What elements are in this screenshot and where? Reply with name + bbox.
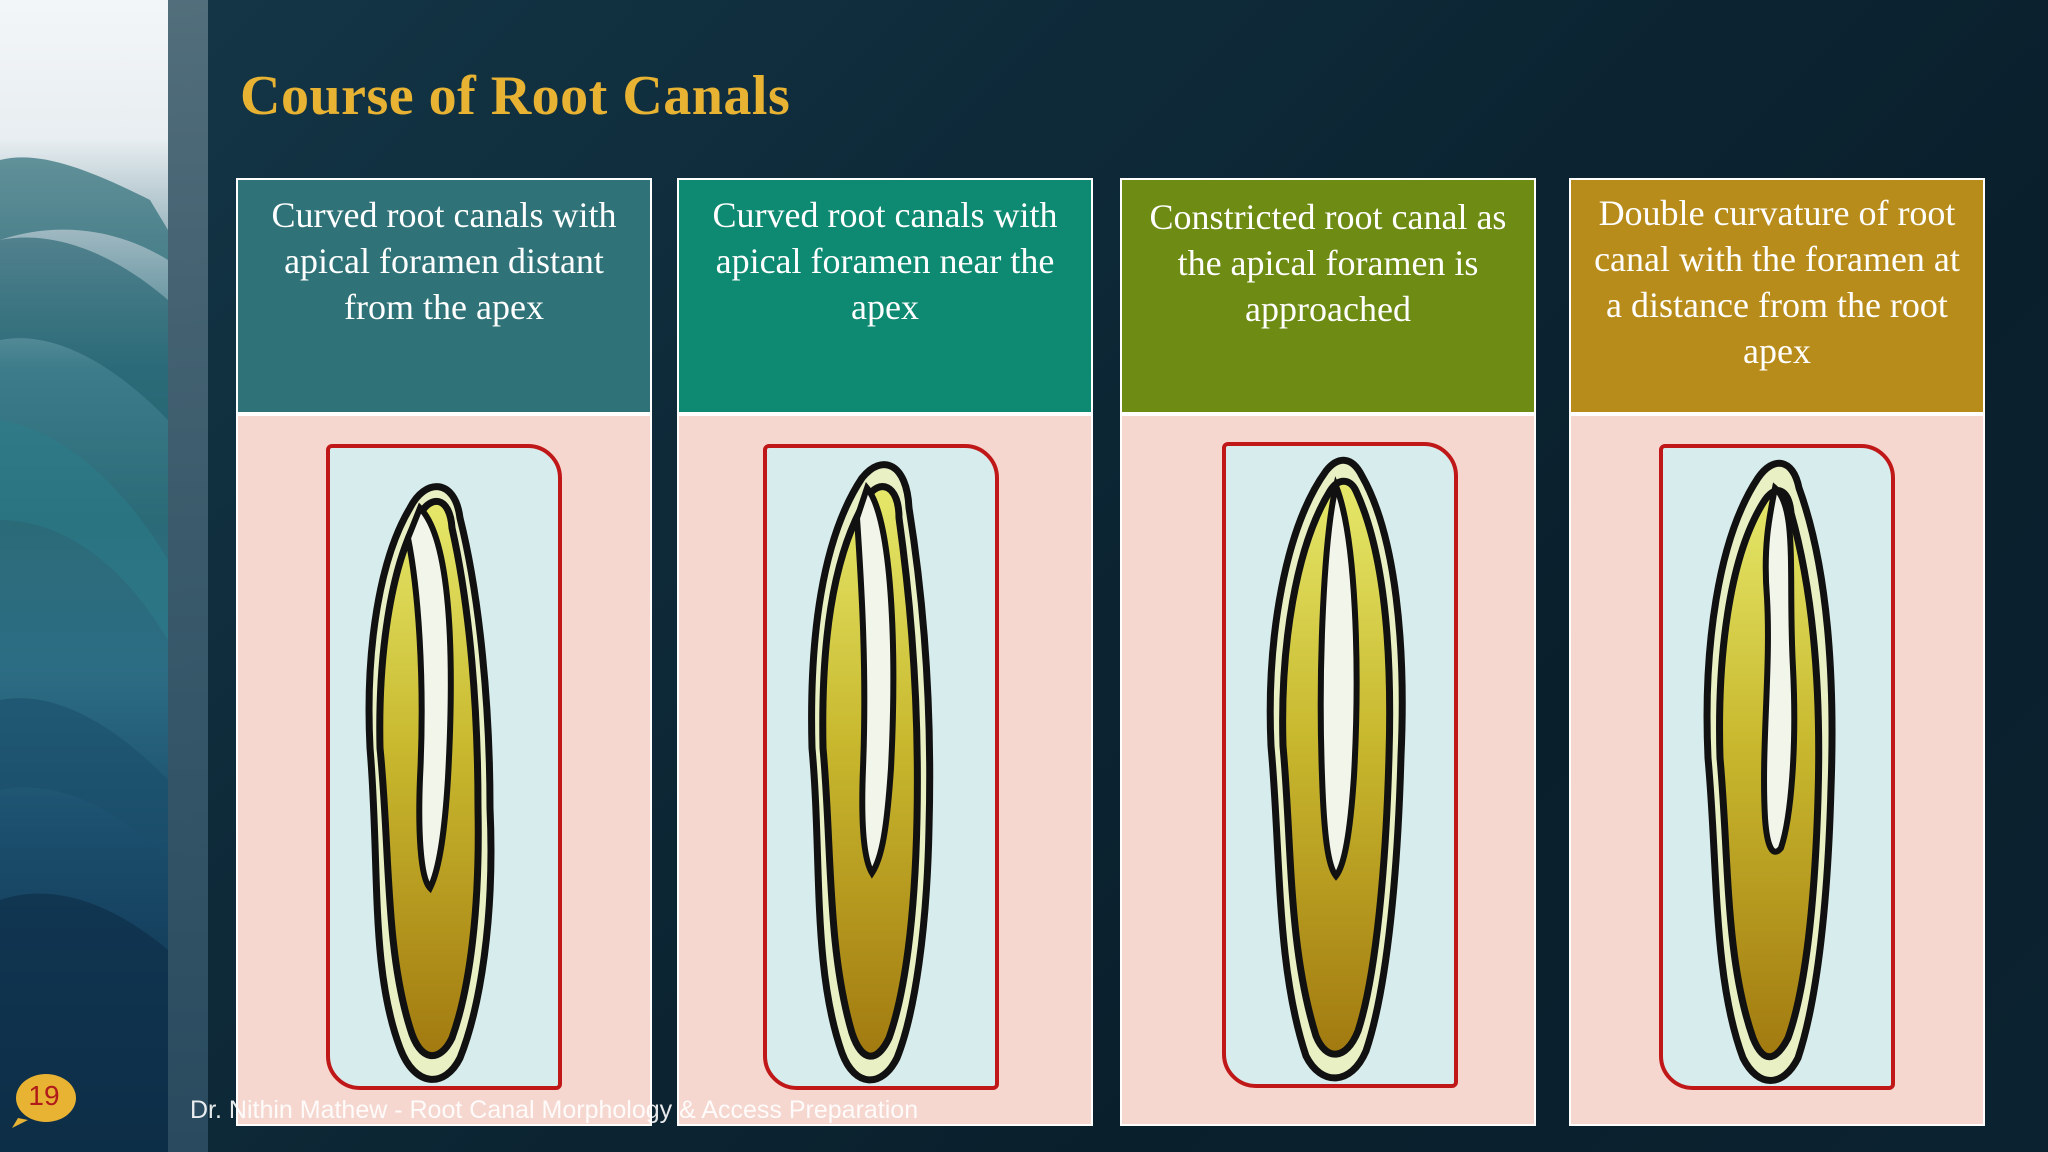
- panel-curved-near: Curved root canals with apical foramen n…: [677, 178, 1093, 1126]
- panel-header: Curved root canals with apical foramen n…: [679, 180, 1091, 416]
- panel-header: Constricted root canal as the apical for…: [1122, 180, 1534, 416]
- panel-double-curvature: Double curvature of root canal with the …: [1569, 178, 1985, 1126]
- slide-number: 19: [28, 1080, 60, 1111]
- wave-decoration: [0, 0, 168, 1152]
- slide-number-badge: 19: [10, 1072, 78, 1128]
- tooth-illustration: [1222, 442, 1458, 1088]
- tooth-illustration: [326, 444, 562, 1090]
- panel-constricted: Constricted root canal as the apical for…: [1120, 178, 1536, 1126]
- panel-header: Double curvature of root canal with the …: [1571, 180, 1983, 416]
- slide-title: Course of Root Canals: [240, 65, 791, 127]
- tooth-illustration: [763, 444, 999, 1090]
- divider-bar: [168, 0, 208, 1152]
- tooth-illustration: [1659, 444, 1895, 1090]
- footer-credit: Dr. Nithin Mathew - Root Canal Morpholog…: [190, 1096, 919, 1124]
- panel-curved-distant: Curved root canals with apical foramen d…: [236, 178, 652, 1126]
- panel-header: Curved root canals with apical foramen d…: [238, 180, 650, 416]
